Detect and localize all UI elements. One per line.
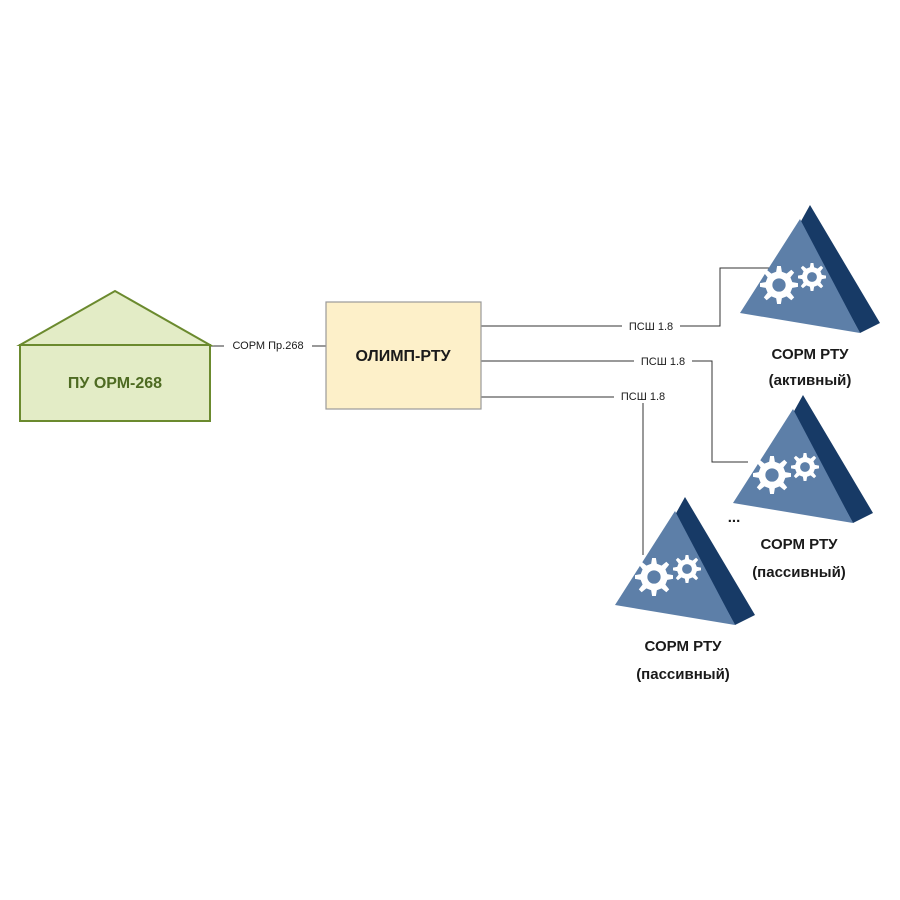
more-nodes-ellipsis: ...	[728, 509, 741, 526]
wire-olimp-node-passive-1	[481, 360, 748, 463]
pu-label: ПУ ОРМ-268	[68, 375, 162, 392]
gears-icon	[733, 395, 873, 523]
wire-olimp-node-active	[481, 267, 770, 327]
pu-body	[19, 344, 211, 422]
node-passive-1-title: СОРМ РТУ	[761, 536, 839, 553]
link-label-1: ПСШ 1.8	[629, 321, 673, 333]
label-bg	[224, 337, 312, 353]
node-passive-1-subtitle: (пассивный)	[752, 564, 846, 581]
olimp-box	[325, 301, 482, 410]
wire-olimp-node-passive-2	[481, 396, 644, 555]
link-label-2: ПСШ 1.8	[641, 356, 685, 368]
link-label-3: ПСШ 1.8	[621, 391, 665, 403]
link-label-sorm: СОРМ Пр.268	[232, 340, 303, 352]
sorm-rtu-node-active[interactable]	[740, 205, 880, 333]
label-bg	[634, 353, 692, 368]
olimp-rtu-node[interactable]: ОЛИМП-РТУ	[325, 301, 482, 410]
sorm-rtu-node-passive-1[interactable]	[733, 395, 873, 523]
sorm-rtu-node-passive-2[interactable]	[615, 497, 755, 625]
node-passive-2-subtitle: (пассивный)	[636, 666, 730, 683]
label-bg	[614, 388, 672, 403]
node-active-subtitle: (активный)	[769, 372, 852, 389]
gears-icon	[740, 205, 880, 333]
pu-roof	[16, 289, 214, 346]
pu-orm-268-node[interactable]: ПУ ОРМ-268	[16, 289, 214, 422]
node-passive-2-title: СОРМ РТУ	[645, 638, 723, 655]
node-active-title: СОРМ РТУ	[772, 346, 850, 363]
gears-icon	[615, 497, 755, 625]
label-bg	[622, 318, 680, 333]
olimp-label: ОЛИМП-РТУ	[355, 348, 451, 365]
